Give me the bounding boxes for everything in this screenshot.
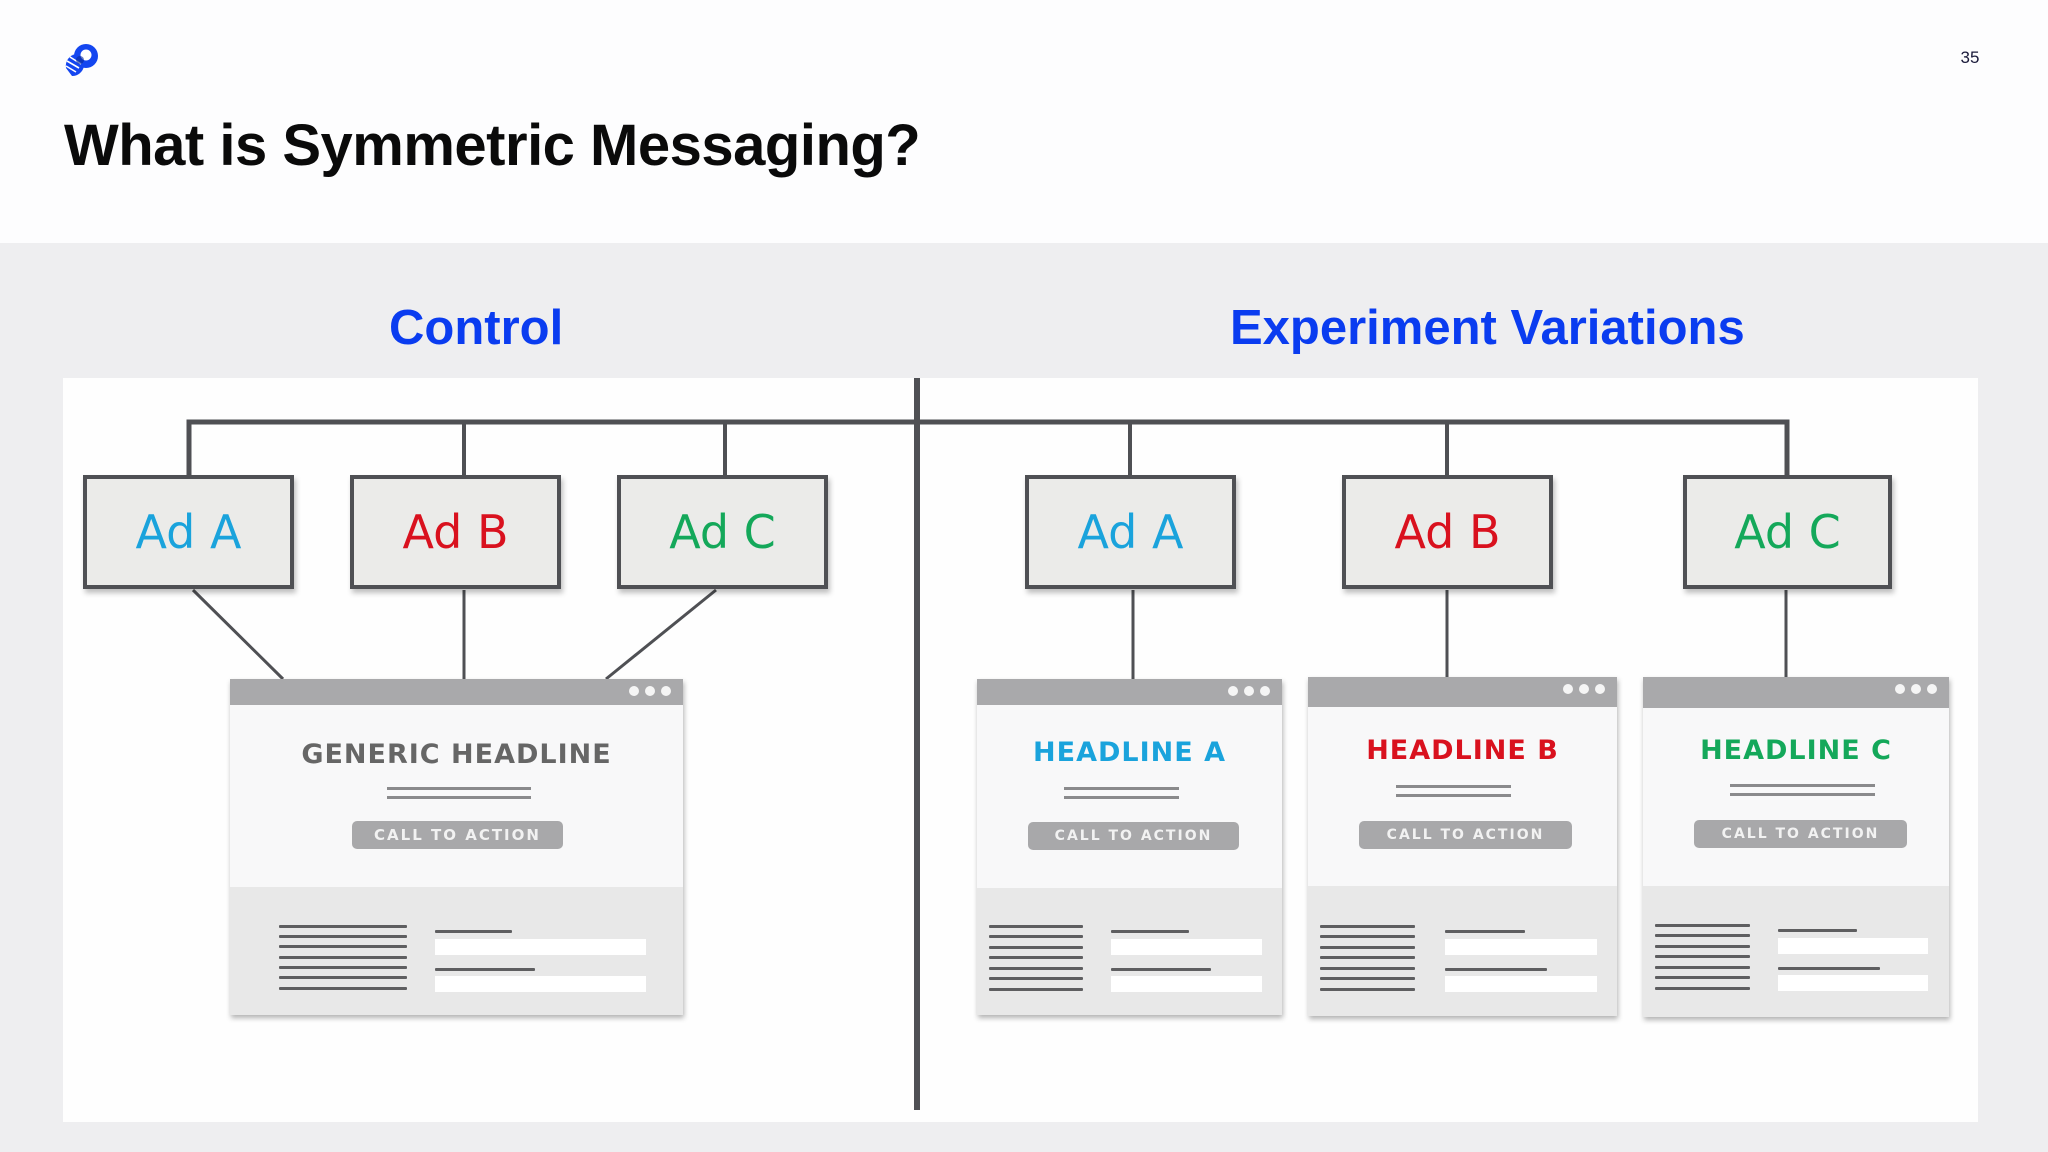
page-title: What is Symmetric Messaging? (64, 113, 921, 178)
page-lower-section (1643, 886, 1949, 1017)
generic-headline: GENERIC HEADLINE (301, 739, 612, 770)
subtext-line (1396, 794, 1511, 797)
browser-titlebar (230, 679, 683, 705)
ad-label: Ad B (402, 505, 509, 559)
ad-label: Ad A (1077, 505, 1184, 559)
browser-titlebar (1308, 677, 1617, 707)
page-lower-section (1308, 886, 1617, 1016)
subtext-line (1730, 784, 1875, 787)
headline-a: HEADLINE A (1033, 737, 1226, 768)
headline-b: HEADLINE B (1366, 735, 1559, 766)
page-number: 35 (1960, 48, 1980, 67)
headline-c: HEADLINE C (1700, 735, 1892, 766)
window-dots-icon (1895, 684, 1937, 694)
experiment-landing-page-c: HEADLINE C CALL TO ACTION (1643, 677, 1949, 1017)
form-field (1111, 939, 1262, 955)
form-field (435, 939, 646, 955)
experiment-ad-b: Ad B (1342, 475, 1553, 589)
control-heading: Control (389, 301, 564, 355)
slide-header: 35 What is Symmetric Messaging? (0, 0, 2048, 243)
subtext-line (1730, 793, 1875, 796)
window-dots-icon (629, 686, 671, 696)
subtext-line (1064, 796, 1179, 799)
subtext-line (387, 796, 531, 799)
control-landing-page: GENERIC HEADLINE CALL TO ACTION (230, 679, 683, 1015)
cta-button: CALL TO ACTION (1694, 820, 1907, 848)
form-field (1778, 975, 1928, 991)
control-ad-a: Ad A (83, 475, 294, 589)
experiment-ad-c: Ad C (1683, 475, 1892, 589)
experiment-heading: Experiment Variations (1230, 301, 1745, 355)
rocket-ring-logo-icon (65, 44, 98, 77)
ad-label: Ad C (1734, 505, 1841, 559)
window-dots-icon (1228, 686, 1270, 696)
page-lower-section (977, 888, 1282, 1015)
form-field (1778, 938, 1928, 954)
form-field (1445, 939, 1597, 955)
subtext-line (387, 787, 531, 790)
form-field (1445, 976, 1597, 992)
experiment-landing-page-a: HEADLINE A CALL TO ACTION (977, 679, 1282, 1015)
ad-label: Ad B (1394, 505, 1501, 559)
subtext-line (1064, 787, 1179, 790)
experiment-ad-a: Ad A (1025, 475, 1236, 589)
browser-titlebar (977, 679, 1282, 705)
browser-titlebar (1643, 677, 1949, 708)
form-field (435, 976, 646, 992)
subtext-line (1396, 785, 1511, 788)
form-field (1111, 976, 1262, 992)
cta-button: CALL TO ACTION (1028, 822, 1239, 850)
window-dots-icon (1563, 684, 1605, 694)
ad-label: Ad A (135, 505, 242, 559)
page-lower-section (230, 887, 683, 1015)
ad-label: Ad C (669, 505, 776, 559)
cta-button: CALL TO ACTION (1359, 821, 1572, 849)
cta-button: CALL TO ACTION (352, 821, 563, 849)
control-ad-b: Ad B (350, 475, 561, 589)
control-ad-c: Ad C (617, 475, 828, 589)
experiment-landing-page-b: HEADLINE B CALL TO ACTION (1308, 677, 1617, 1016)
